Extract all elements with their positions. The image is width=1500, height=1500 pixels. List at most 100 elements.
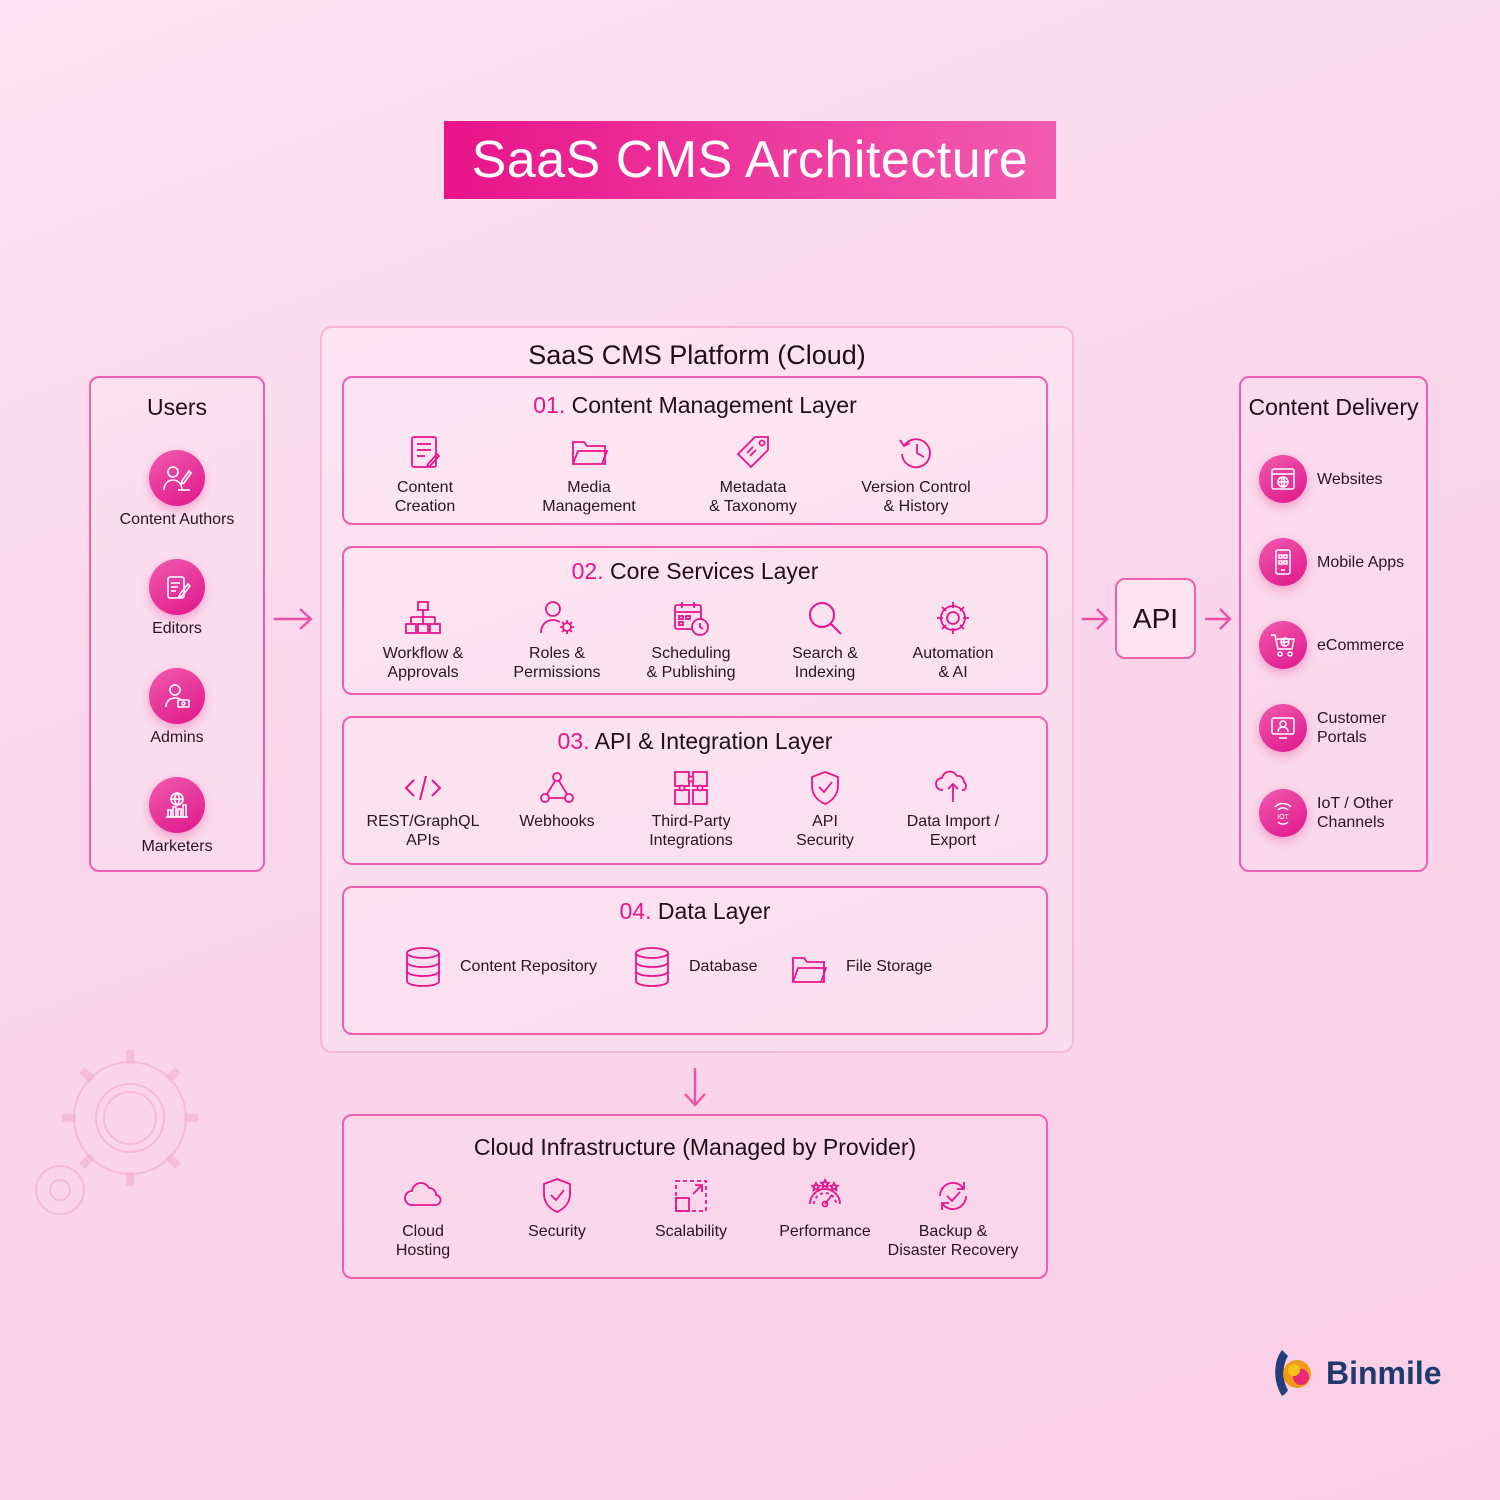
gear-icon: [937, 602, 969, 634]
shield-check-icon: [811, 771, 839, 805]
search-icon: [809, 602, 842, 635]
workflow-icon: [405, 601, 441, 634]
user-label: Editors: [152, 620, 202, 637]
item-label: Performance: [779, 1223, 871, 1240]
api-gateway: API: [1115, 578, 1196, 659]
document-edit-icon: [411, 436, 441, 469]
user-editors: Editors: [91, 559, 263, 638]
marketer-icon: [149, 777, 205, 833]
database-icon: [635, 947, 669, 987]
tag-icon: [736, 436, 769, 469]
delivery-customer-portals: Customer Portals: [1259, 704, 1429, 752]
user-settings-icon: [540, 601, 574, 634]
item-label: Database: [689, 958, 758, 975]
folder-open-icon: [792, 957, 828, 983]
layer-number: 03.: [557, 728, 590, 754]
editor-icon: [149, 559, 205, 615]
platform-title: SaaS CMS Platform (Cloud): [528, 340, 866, 370]
code-icon: [404, 775, 442, 801]
expand-icon: [675, 1180, 707, 1212]
layer-name: API & Integration Layer: [594, 728, 833, 754]
users-title: Users: [146, 394, 208, 420]
cloud-icon: [404, 1182, 442, 1206]
item-label: Backup & Disaster Recovery: [887, 1223, 1019, 1259]
brand-name: Binmile: [1326, 1354, 1442, 1391]
item-cloud-hosting: Cloud Hosting: [348, 1176, 498, 1260]
layer-number: 01.: [533, 392, 566, 418]
folder-icon: [572, 441, 609, 465]
user-label: Admins: [150, 729, 204, 746]
item-label: Data Import / Export: [906, 813, 1000, 849]
delivery-label: eCommerce: [1317, 636, 1405, 654]
history-icon: [899, 438, 931, 469]
calendar-clock-icon: [674, 602, 709, 636]
saas-cms-platform: SaaS CMS Platform (Cloud): [320, 326, 1074, 1053]
item-label: Scheduling & Publishing: [646, 645, 736, 681]
cloud-infrastructure-panel: Cloud Infrastructure (Managed by Provide…: [342, 1114, 1048, 1279]
item-label: API Security: [796, 813, 854, 849]
arrow-right-icon: [1205, 608, 1232, 630]
svg-text:IOT: IOT: [1277, 814, 1289, 821]
content-management-layer: 01. Content Management Layer Content Cre…: [342, 376, 1048, 525]
shield-check-icon: [543, 1178, 571, 1213]
item-label: Roles & Permissions: [513, 645, 601, 681]
item-security: Security: [482, 1176, 632, 1241]
item-webhooks: Webhooks: [482, 770, 632, 831]
item-label: File Storage: [846, 958, 933, 975]
user-marketers: Marketers: [91, 777, 263, 856]
item-scalability: Scalability: [616, 1176, 766, 1241]
website-icon: [1259, 455, 1307, 503]
users-panel: Users Content Authors Editors Admins Mar…: [89, 376, 265, 872]
item-database: Database: [633, 946, 758, 988]
binmile-logo-icon: [1275, 1350, 1311, 1396]
item-media-management: Media Management: [514, 432, 664, 516]
background-gears-decoration: [35, 1050, 198, 1215]
api-integration-layer: 03. API & Integration Layer REST/GraphQL…: [342, 716, 1048, 865]
webhook-icon: [540, 772, 574, 803]
content-delivery-panel: Content Delivery Websites Mobile Apps eC…: [1239, 376, 1428, 872]
page-title: SaaS CMS Architecture: [444, 121, 1056, 199]
delivery-ecommerce: eCommerce: [1259, 621, 1429, 669]
data-layer: 04. Data Layer Content Repository Databa…: [342, 886, 1048, 1035]
layer-title: 01. Content Management Layer: [344, 392, 1046, 419]
layer-number: 04.: [619, 898, 652, 924]
item-label: REST/GraphQL APIs: [366, 813, 480, 849]
delivery-label: Customer Portals: [1317, 710, 1387, 746]
item-data-import-export: Data Import / Export: [878, 770, 1028, 850]
item-workflow-approvals: Workflow & Approvals: [348, 598, 498, 682]
core-services-layer: 02. Core Services Layer Workflow & Appro…: [342, 546, 1048, 695]
item-label: Content Repository: [460, 958, 597, 975]
api-label: API: [1132, 602, 1179, 634]
cloud-transfer-icon: [935, 770, 967, 802]
user-label: Marketers: [141, 838, 213, 855]
delivery-websites: Websites: [1259, 455, 1429, 503]
item-content-creation: Content Creation: [350, 432, 500, 516]
portal-icon: [1259, 704, 1307, 752]
binmile-logo: Binmile: [1272, 1345, 1452, 1401]
item-label: Cloud Hosting: [395, 1223, 451, 1259]
item-label: Automation & AI: [912, 645, 994, 681]
delivery-mobile-apps: Mobile Apps: [1259, 538, 1429, 586]
delivery-title: Content Delivery: [1248, 394, 1419, 420]
item-search-indexing: Search & Indexing: [750, 598, 900, 682]
puzzle-icon: [674, 771, 708, 805]
layer-title: 02. Core Services Layer: [344, 558, 1046, 585]
item-metadata-taxonomy: Metadata & Taxonomy: [678, 432, 828, 516]
item-label: Scalability: [654, 1223, 728, 1240]
item-third-party: Third-Party Integrations: [616, 770, 766, 850]
item-rest-graphql: REST/GraphQL APIs: [348, 770, 498, 850]
item-automation-ai: Automation & AI: [878, 598, 1028, 682]
backup-icon: [939, 1182, 967, 1210]
database-icon: [406, 947, 440, 987]
content-author-icon: [149, 450, 205, 506]
item-file-storage: File Storage: [790, 946, 932, 988]
layer-name: Content Management Layer: [571, 392, 857, 418]
item-label: Media Management: [542, 479, 636, 515]
item-version-control: Version Control & History: [841, 432, 991, 516]
infrastructure-title: Cloud Infrastructure (Managed by Provide…: [473, 1134, 917, 1160]
arrow-right-icon: [274, 608, 313, 630]
item-label: Third-Party Integrations: [649, 813, 733, 849]
item-backup-recovery: Backup & Disaster Recovery: [878, 1176, 1028, 1260]
gauge-icon: [809, 1177, 841, 1208]
delivery-label: IoT / Other Channels: [1317, 795, 1394, 831]
